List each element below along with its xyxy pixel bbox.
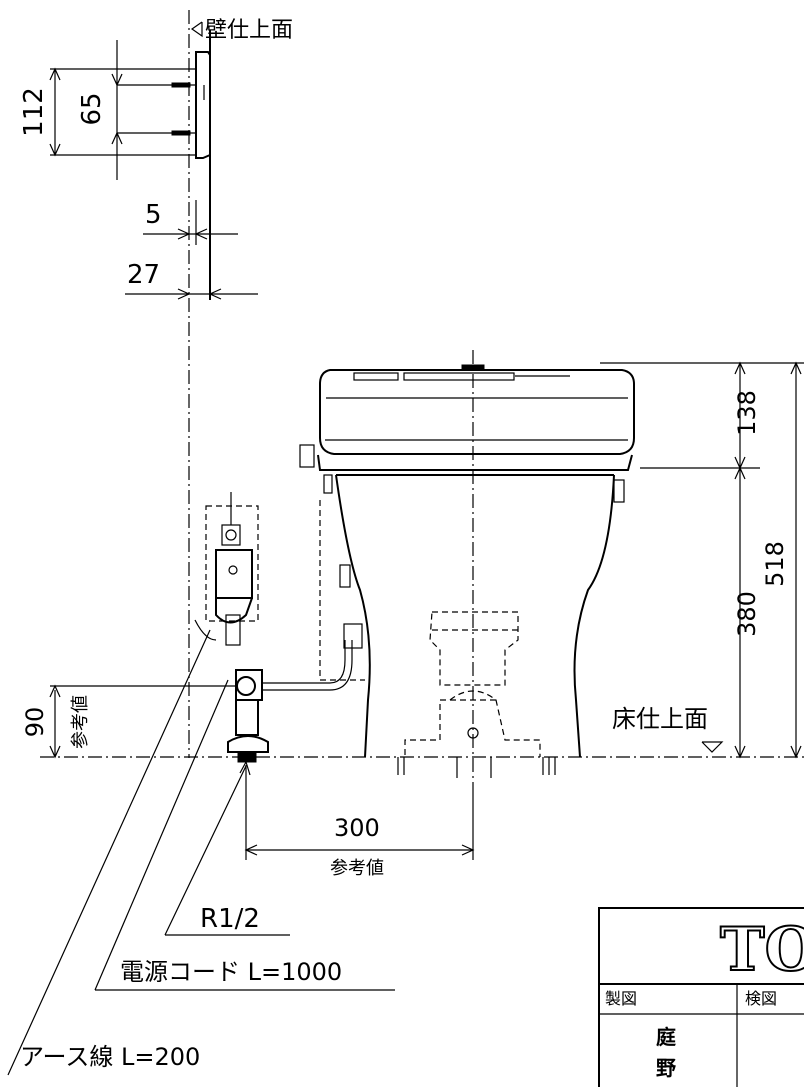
dim-300-text: 300 (334, 814, 380, 842)
toilet-seat-unit (299, 364, 635, 503)
dim-138-text: 138 (733, 390, 761, 436)
reference-lines (40, 10, 804, 790)
dimension-90: 90 参考値 (21, 684, 236, 759)
dimension-65: 65 (77, 40, 123, 180)
dim-90-reference: 参考値 (70, 695, 91, 749)
dimension-5: 5 (143, 200, 238, 245)
dim-27-text: 27 (127, 260, 160, 290)
checked-label: 検図 (745, 989, 777, 1008)
dim-518-text: 518 (761, 541, 789, 587)
dim-380-text: 380 (733, 591, 761, 637)
power-cord-label: 電源コード L=1000 (120, 958, 342, 986)
wall-surface-text: 壁仕上面 (205, 18, 293, 43)
title-block: TO 製図 検図 庭 野 (598, 907, 804, 1087)
dimension-300: 300 参考値 (244, 765, 475, 879)
dim-65-text: 65 (77, 92, 107, 125)
dimension-112: 112 (19, 67, 61, 157)
earth-wire-label: アース線 L=200 (20, 1043, 200, 1071)
leaders (7, 629, 395, 1076)
dimension-27: 27 (125, 260, 258, 300)
drawer-name-1: 庭 (656, 1025, 676, 1049)
floor-surface-text: 床仕上面 (612, 705, 708, 733)
floor-surface-label: 床仕上面 (612, 705, 724, 753)
logo-text: TO (720, 915, 804, 985)
water-supply-fitting (194, 492, 353, 763)
drawer-name-2: 野 (656, 1056, 676, 1080)
dimension-vertical-right: 138 380 518 (600, 361, 804, 759)
dim-5-text: 5 (145, 200, 162, 230)
wall-surface-label: 壁仕上面 (190, 18, 293, 43)
toilet-bowl (319, 474, 615, 778)
dim-90-text: 90 (21, 707, 49, 738)
dim-112-text: 112 (19, 87, 49, 137)
wall-remote (50, 30, 211, 300)
drawn-label: 製図 (605, 989, 637, 1008)
dim-300-reference: 参考値 (330, 858, 384, 879)
r12-label: R1/2 (200, 904, 260, 934)
